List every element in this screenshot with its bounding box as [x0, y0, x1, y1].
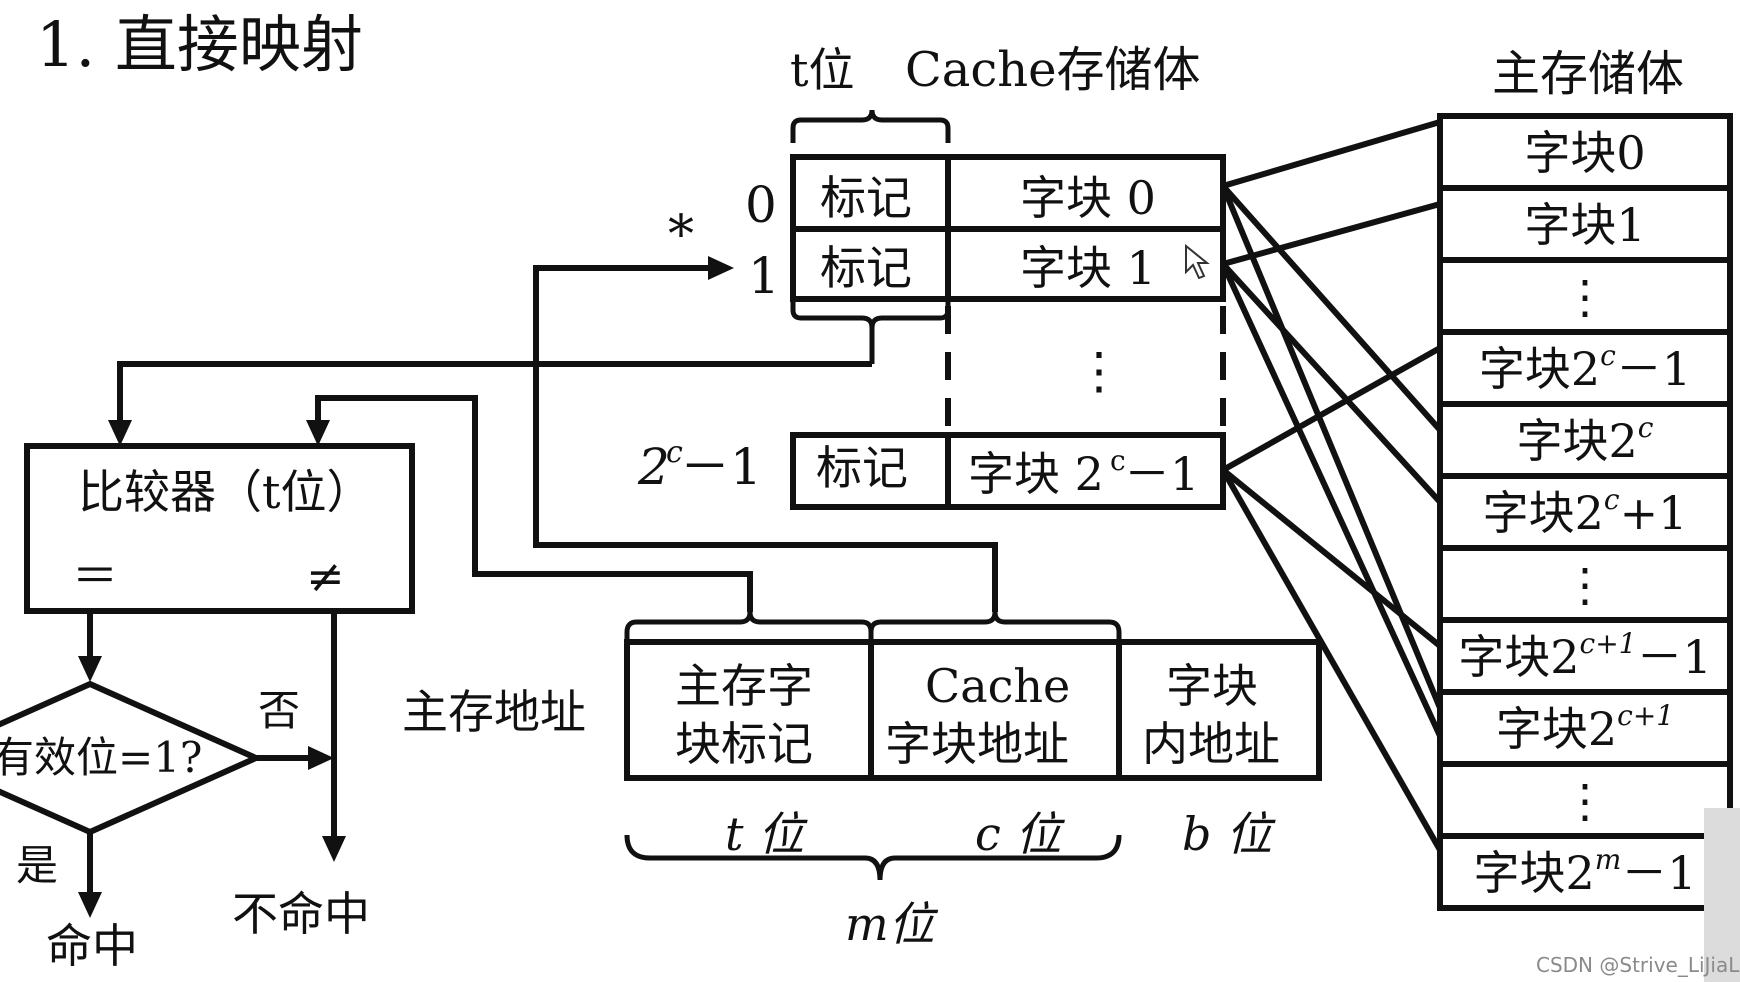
field-tag-line2: 块标记	[675, 717, 813, 771]
mapping-lines	[1220, 119, 1443, 852]
main-memory-block-label: 字块2m－1	[1473, 843, 1696, 900]
m-bits-bottom-brace	[624, 834, 1122, 881]
arrow-down-icon	[78, 892, 102, 918]
arrow-down-icon	[306, 420, 330, 446]
block-field-top-brace	[868, 611, 1122, 648]
svg-text:字块 2: 字块 2	[968, 447, 1104, 501]
svg-text:c: c	[666, 435, 683, 470]
field-block-bits: c 位	[975, 807, 1065, 861]
field-tag-line1: 主存字	[675, 659, 813, 713]
tag-to-comparator-line	[117, 361, 872, 436]
arrow-right-icon	[308, 746, 334, 770]
cache-ellipsis: ⋮	[1074, 342, 1124, 400]
tag-field-top-brace	[624, 611, 874, 648]
total-bits: m位	[845, 897, 939, 951]
mapping-line	[1220, 184, 1443, 432]
mapping-line	[1220, 262, 1443, 738]
field-offset-bits: b 位	[1182, 807, 1276, 861]
main-memory-block-label: 字块1	[1524, 198, 1645, 252]
main-memory-block-label: ⋮	[1562, 270, 1608, 324]
star-marker: *	[668, 205, 694, 265]
mouse-cursor-icon	[1185, 243, 1210, 280]
svg-text:－1: －1	[1124, 447, 1199, 501]
arrow-down-icon	[322, 836, 346, 862]
cache-tag-last: 标记	[816, 441, 908, 495]
cache-block-0: 字块 0	[1020, 171, 1156, 225]
mapping-line	[1222, 119, 1441, 189]
hit-label: 命中	[46, 919, 138, 973]
cache-block-1: 字块 1	[1020, 241, 1156, 295]
comparator-equal: ＝	[72, 549, 118, 603]
main-memory-block-label: 字块2c－1	[1479, 339, 1691, 396]
no-label: 否	[258, 686, 300, 735]
cache-block-last: 字块 2 c －1	[968, 444, 1199, 501]
field-offset-line2: 内地址	[1142, 717, 1280, 771]
miss-label: 不命中	[232, 887, 370, 941]
cache-tag-0: 标记	[820, 171, 912, 225]
svg-text:比较器（t位）: 比较器（t位）	[78, 465, 373, 519]
main-memory-block-label: 字块2c+1	[1496, 699, 1674, 756]
cache-index-1: 1	[748, 247, 780, 305]
address-register	[624, 639, 1322, 781]
mapping-line	[1221, 345, 1442, 473]
cache-tag-1: 标记	[820, 241, 912, 295]
svg-text:－1: －1	[680, 438, 762, 496]
mapping-line	[1221, 467, 1442, 649]
tag-output-brace-right	[869, 290, 951, 329]
addr-tag-to-comparator-line	[315, 395, 753, 612]
decision-label: 有效位=1?	[0, 733, 202, 782]
cache-header-bits: t位	[790, 43, 855, 97]
svg-text:c: c	[1110, 444, 1126, 477]
main-memory-block-label: 字块2c+1－1	[1458, 627, 1712, 684]
cache-index-0: 0	[745, 176, 777, 234]
mapping-line	[1220, 261, 1443, 505]
tag-width-brace	[790, 109, 951, 143]
edge-shadow	[1704, 808, 1740, 982]
field-tag-bits: t 位	[725, 807, 808, 861]
mapping-line	[1220, 468, 1443, 852]
field-block-line1: Cache	[925, 659, 1070, 713]
main-memory-block-label: 字块2c+1	[1483, 483, 1688, 540]
main-memory-column: 字块0 字块1 ⋮ 字块2c－1 字块2c 字块2c+1 ⋮ 字块2c+1－1 字块2c+1 ⋮ 字…	[1437, 113, 1733, 911]
field-block-line2: 字块地址	[885, 717, 1069, 771]
main-memory-title: 主存储体	[1492, 46, 1684, 102]
cache-index-last: 2 c －1	[637, 435, 762, 496]
yes-label: 是	[16, 841, 58, 890]
page-title: 1. 直接映射	[36, 8, 363, 81]
main-memory-block-label: ⋮	[1562, 774, 1608, 828]
comparator-label: 比较器（t位）	[78, 465, 373, 519]
mapping-line	[1222, 201, 1441, 267]
svg-text:2: 2	[637, 438, 670, 496]
watermark: CSDN @Strive_LiJiaLe	[1536, 953, 1740, 977]
mapping-line	[1220, 184, 1443, 710]
arrow-down-icon	[78, 656, 102, 682]
arrow-down-icon	[108, 420, 132, 446]
field-offset-line1: 字块	[1166, 659, 1258, 713]
main-memory-block-label: ⋮	[1562, 558, 1608, 612]
main-memory-block-label: 字块0	[1524, 126, 1645, 180]
arrow-right-icon	[708, 256, 734, 280]
cache-title: Cache存储体	[905, 42, 1201, 98]
comparator-box	[24, 443, 415, 614]
block-addr-to-cache-line	[533, 265, 998, 612]
main-memory-block-label: 字块2c	[1517, 411, 1654, 468]
address-label: 主存地址	[402, 685, 586, 739]
comparator-not-equal: ≠	[306, 549, 345, 603]
